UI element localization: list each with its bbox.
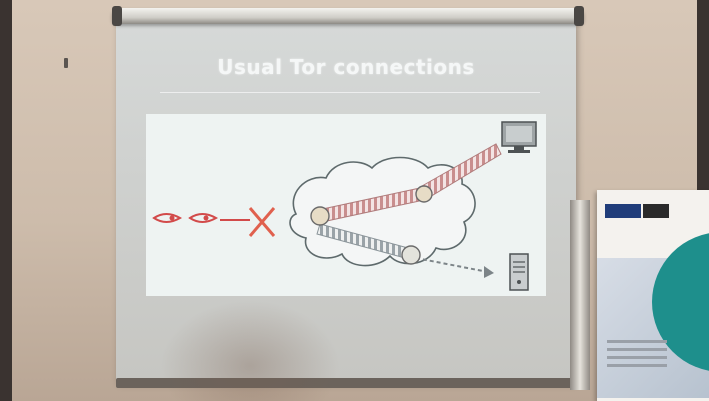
screen-stand-pole <box>570 200 590 390</box>
server-icon <box>509 253 529 291</box>
arrowhead-icon <box>484 266 494 278</box>
tor-connections-diagram <box>152 121 537 291</box>
screen-roller <box>112 8 584 24</box>
roller-cap-left <box>112 6 122 26</box>
blocked-x-icon <box>248 207 276 237</box>
audience-shadow <box>160 300 340 401</box>
wall-pin <box>64 58 68 68</box>
side-poster <box>597 190 709 401</box>
monitor-icon <box>501 121 537 153</box>
slide-title-rule <box>160 92 540 93</box>
poster-eu-logo <box>605 204 641 218</box>
relay-node-exit <box>415 185 433 203</box>
poster-partner-logo <box>643 204 669 218</box>
poster-text-lines <box>607 340 667 372</box>
relay-node-middle <box>401 245 421 265</box>
roller-cap-right <box>574 6 584 26</box>
screen-bottom-bar <box>116 378 578 388</box>
wall-edge-left <box>0 0 12 401</box>
eyes-icon <box>152 213 219 223</box>
dashed-link-to-server <box>415 257 489 273</box>
slide-title: Usual Tor connections <box>217 55 475 79</box>
relay-node-entry <box>310 206 330 226</box>
